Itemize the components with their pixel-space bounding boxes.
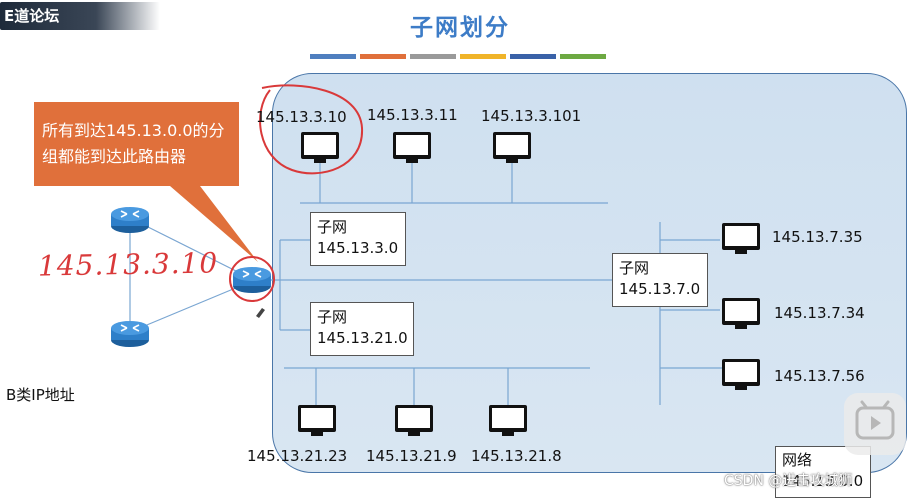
video-play-button[interactable] [844, 393, 906, 455]
host-label: 145.13.7.34 [774, 304, 865, 322]
network-title: 网络 [782, 451, 813, 469]
subnet-box: 子网 145.13.7.0 [612, 253, 708, 307]
annotation-circle [229, 256, 275, 302]
subnet-21-bus [284, 367, 590, 410]
handwritten-ip: 145.13.3.10 [37, 246, 219, 283]
color-bar-6 [560, 54, 606, 59]
computer-icon [298, 405, 336, 436]
host-label: 145.13.7.56 [774, 367, 865, 385]
host-label: 145.13.21.23 [247, 447, 348, 465]
subnet-title: 子网 [619, 259, 650, 277]
subnet-address: 145.13.21.0 [317, 329, 408, 347]
color-bar-5 [510, 54, 556, 59]
network-address: 145.13.0.0 [782, 472, 864, 490]
callout-shape [34, 102, 258, 262]
router-icon [111, 207, 149, 233]
computer-icon [722, 359, 760, 390]
computer-icon [393, 132, 431, 163]
color-bar-1 [310, 54, 356, 59]
host-label: 145.13.7.35 [772, 228, 863, 246]
watermark: CSDN @进击攻城狮 [724, 473, 853, 489]
computer-icon [493, 132, 531, 163]
subnet-title: 子网 [317, 308, 348, 326]
color-bar-3 [410, 54, 456, 59]
computer-icon [395, 405, 433, 436]
network-region [272, 73, 907, 473]
router-icon [233, 267, 271, 293]
computer-icon [489, 405, 527, 436]
host-label: 145.13.21.8 [471, 447, 562, 465]
subnet-7-bus [659, 222, 722, 405]
color-bar-2 [360, 54, 406, 59]
color-bar-4 [460, 54, 506, 59]
host-label: 145.13.3.10 [256, 108, 347, 126]
computer-icon [722, 223, 760, 254]
router-icon [111, 321, 149, 347]
play-icon [855, 400, 895, 440]
computer-icon [301, 132, 339, 163]
subnet-box: 子网 145.13.3.0 [310, 212, 406, 266]
host-label: 145.13.3.11 [367, 106, 458, 124]
router-links [129, 217, 251, 333]
router-connections [270, 239, 612, 331]
pencil-icon [256, 308, 265, 318]
slide-title: 子网划分 [410, 15, 510, 41]
host-label: 145.13.21.9 [366, 447, 457, 465]
annotation-circle [259, 84, 364, 175]
subnet-3-bus [300, 162, 608, 204]
subnet-address: 145.13.3.0 [317, 239, 399, 257]
subnet-title: 子网 [317, 218, 348, 236]
network-box: 网络 145.13.0.0 [775, 446, 871, 498]
site-logo: E道论坛 [0, 2, 160, 30]
host-label: 145.13.3.101 [481, 107, 582, 125]
callout-text: 所有到达145.13.0.0的分组都能到达此路由器 [42, 121, 225, 166]
subnet-box: 子网 145.13.21.0 [310, 302, 414, 356]
computers [298, 132, 760, 436]
b-class-label: B类IP地址 [6, 386, 75, 404]
subnet-address: 145.13.7.0 [619, 280, 701, 298]
computer-icon [722, 298, 760, 329]
